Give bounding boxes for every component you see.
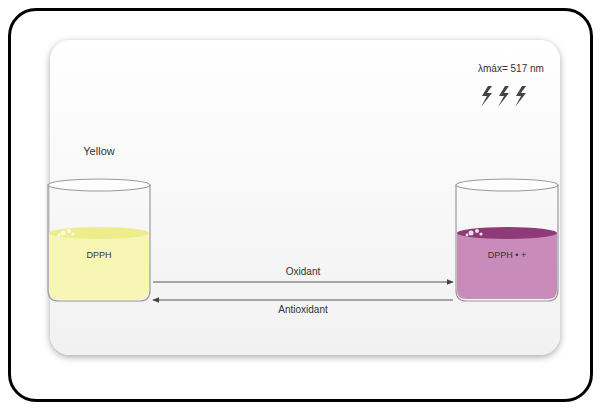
beaker: YellowDPPH xyxy=(47,140,151,302)
reaction-arrow xyxy=(153,300,453,301)
wavelength-label: λmáx= 517 nm xyxy=(478,63,544,75)
beaker-outline xyxy=(47,140,151,302)
arrow-label: Antioxidant xyxy=(278,304,327,316)
solution-name: DPPH xyxy=(86,250,111,261)
solution-name: DPPH • + xyxy=(488,250,526,261)
arrow-label: Oxidant xyxy=(286,266,320,278)
light-symbol xyxy=(481,86,526,107)
reaction-arrow xyxy=(153,282,453,283)
beaker: DPPH • + xyxy=(455,140,559,302)
color-name: Yellow xyxy=(83,145,114,158)
beaker-outline xyxy=(455,140,559,302)
